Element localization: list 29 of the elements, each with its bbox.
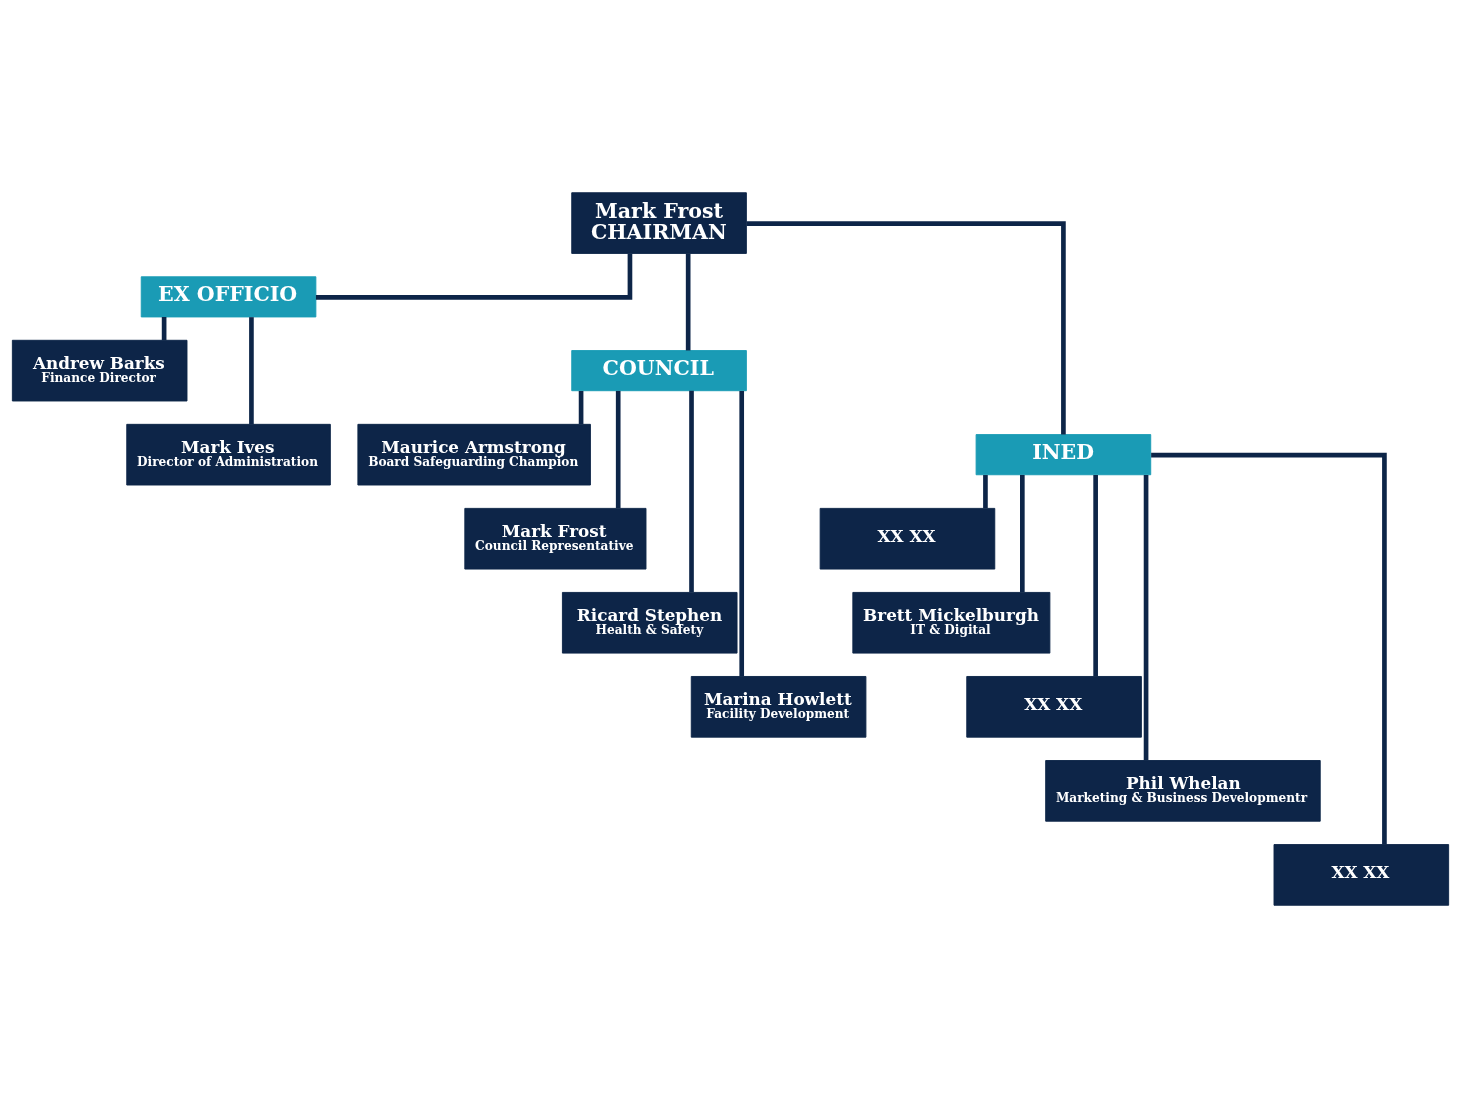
connector: [983, 474, 988, 508]
connector: [1151, 452, 1387, 844]
node-box: XX XX: [966, 675, 1142, 738]
connector: [249, 316, 254, 424]
connector: [1093, 474, 1098, 676]
connector: [746, 220, 1066, 435]
node-box: Andrew Barks Finance Director: [11, 339, 188, 401]
connector: [685, 253, 691, 350]
node-box: XX XX: [1273, 843, 1450, 906]
node-box: Ricard Stephen Health & Safety: [561, 591, 738, 654]
connector: [1020, 474, 1025, 592]
node-box: Marina Howlett Facility Development: [690, 675, 867, 738]
node-box: INED: [975, 433, 1152, 475]
connector: [615, 390, 621, 508]
connector: [315, 253, 633, 300]
connector: [578, 390, 584, 424]
node-box: XX XX: [819, 507, 996, 570]
node-box: COUNCIL: [571, 349, 747, 391]
node-box: Phil Whelan Marketing & Business Developmentr: [1045, 759, 1321, 822]
node-box: Brett Mickelburgh IT & Digital: [852, 591, 1051, 654]
node-box: EX OFFICIO: [140, 275, 317, 317]
connector: [1143, 474, 1149, 760]
node-box: Maurice Armstrong Board Safeguarding Champion: [357, 423, 591, 485]
connector: [739, 390, 745, 676]
connector: [689, 390, 694, 592]
node-box: Mark Frost CHAIRMAN: [571, 191, 747, 254]
node-box: Mark Ives Director of Administration: [126, 423, 331, 485]
connector: [161, 316, 167, 340]
node-box: Mark Frost Council Representative: [464, 507, 647, 570]
